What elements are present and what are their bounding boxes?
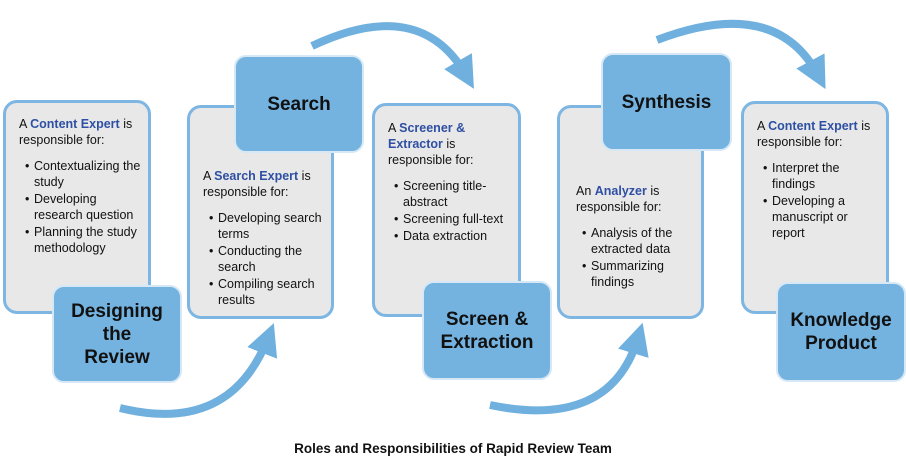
stage-label-synthesis: Synthesis bbox=[601, 53, 732, 151]
list-item: Compiling search results bbox=[209, 276, 325, 308]
list-item: Developing search terms bbox=[209, 210, 325, 242]
diagram-caption: Roles and Responsibilities of Rapid Revi… bbox=[294, 441, 612, 456]
role-name: Analyzer bbox=[594, 184, 647, 198]
intro-text: is responsible for: bbox=[757, 119, 871, 149]
arrow-search-to-screen bbox=[310, 22, 474, 89]
intro-text: is responsible for: bbox=[19, 117, 133, 147]
role-name: Screener & Extractor bbox=[388, 121, 466, 151]
intro-text: An bbox=[576, 184, 595, 198]
list-item: Developing research question bbox=[25, 191, 142, 223]
list-item: Data extraction bbox=[394, 228, 512, 244]
list-item: Analysis of the extracted data bbox=[582, 225, 695, 257]
list-item: Summarizing findings bbox=[582, 258, 695, 290]
arrow-screen-to-synthesis bbox=[489, 322, 649, 415]
list-item: Conducting the search bbox=[209, 243, 325, 275]
list-item: Contextualizing the study bbox=[25, 158, 142, 190]
intro-text: A bbox=[19, 117, 31, 131]
list-item: Planning the study methodology bbox=[25, 224, 142, 256]
list-item: Screening title-abstract bbox=[394, 178, 512, 210]
intro-text: is responsible for: bbox=[576, 184, 662, 214]
list-item: Interpret the findings bbox=[763, 160, 880, 192]
role-name: Content Expert bbox=[768, 119, 858, 133]
list-item: Screening full-text bbox=[394, 211, 512, 227]
arrow-design-to-search bbox=[119, 323, 278, 418]
intro-text: is responsible for: bbox=[388, 137, 474, 167]
stage-2-card: A Search Expert is responsible for: Deve… bbox=[187, 105, 334, 319]
stage-label-knowledge: Knowledge Product bbox=[776, 282, 906, 382]
stage-5-card: A Content Expert is responsible for: Int… bbox=[741, 101, 889, 314]
list-item: Developing a manuscript or report bbox=[763, 193, 880, 241]
arrow-synthesis-to-product bbox=[655, 19, 826, 90]
intro-text: A bbox=[757, 119, 769, 133]
role-name: Content Expert bbox=[30, 117, 120, 131]
stage-label-designing: Designing the Review bbox=[52, 285, 182, 383]
intro-text: is responsible for: bbox=[203, 169, 311, 199]
stage-label-search: Search bbox=[234, 55, 364, 153]
role-name: Search Expert bbox=[214, 169, 299, 183]
intro-text: A bbox=[388, 121, 400, 135]
stage-label-screen: Screen & Extraction bbox=[422, 281, 552, 380]
stage-1-card: A Content Expert is responsible for: Con… bbox=[3, 100, 151, 314]
intro-text: A bbox=[203, 169, 215, 183]
